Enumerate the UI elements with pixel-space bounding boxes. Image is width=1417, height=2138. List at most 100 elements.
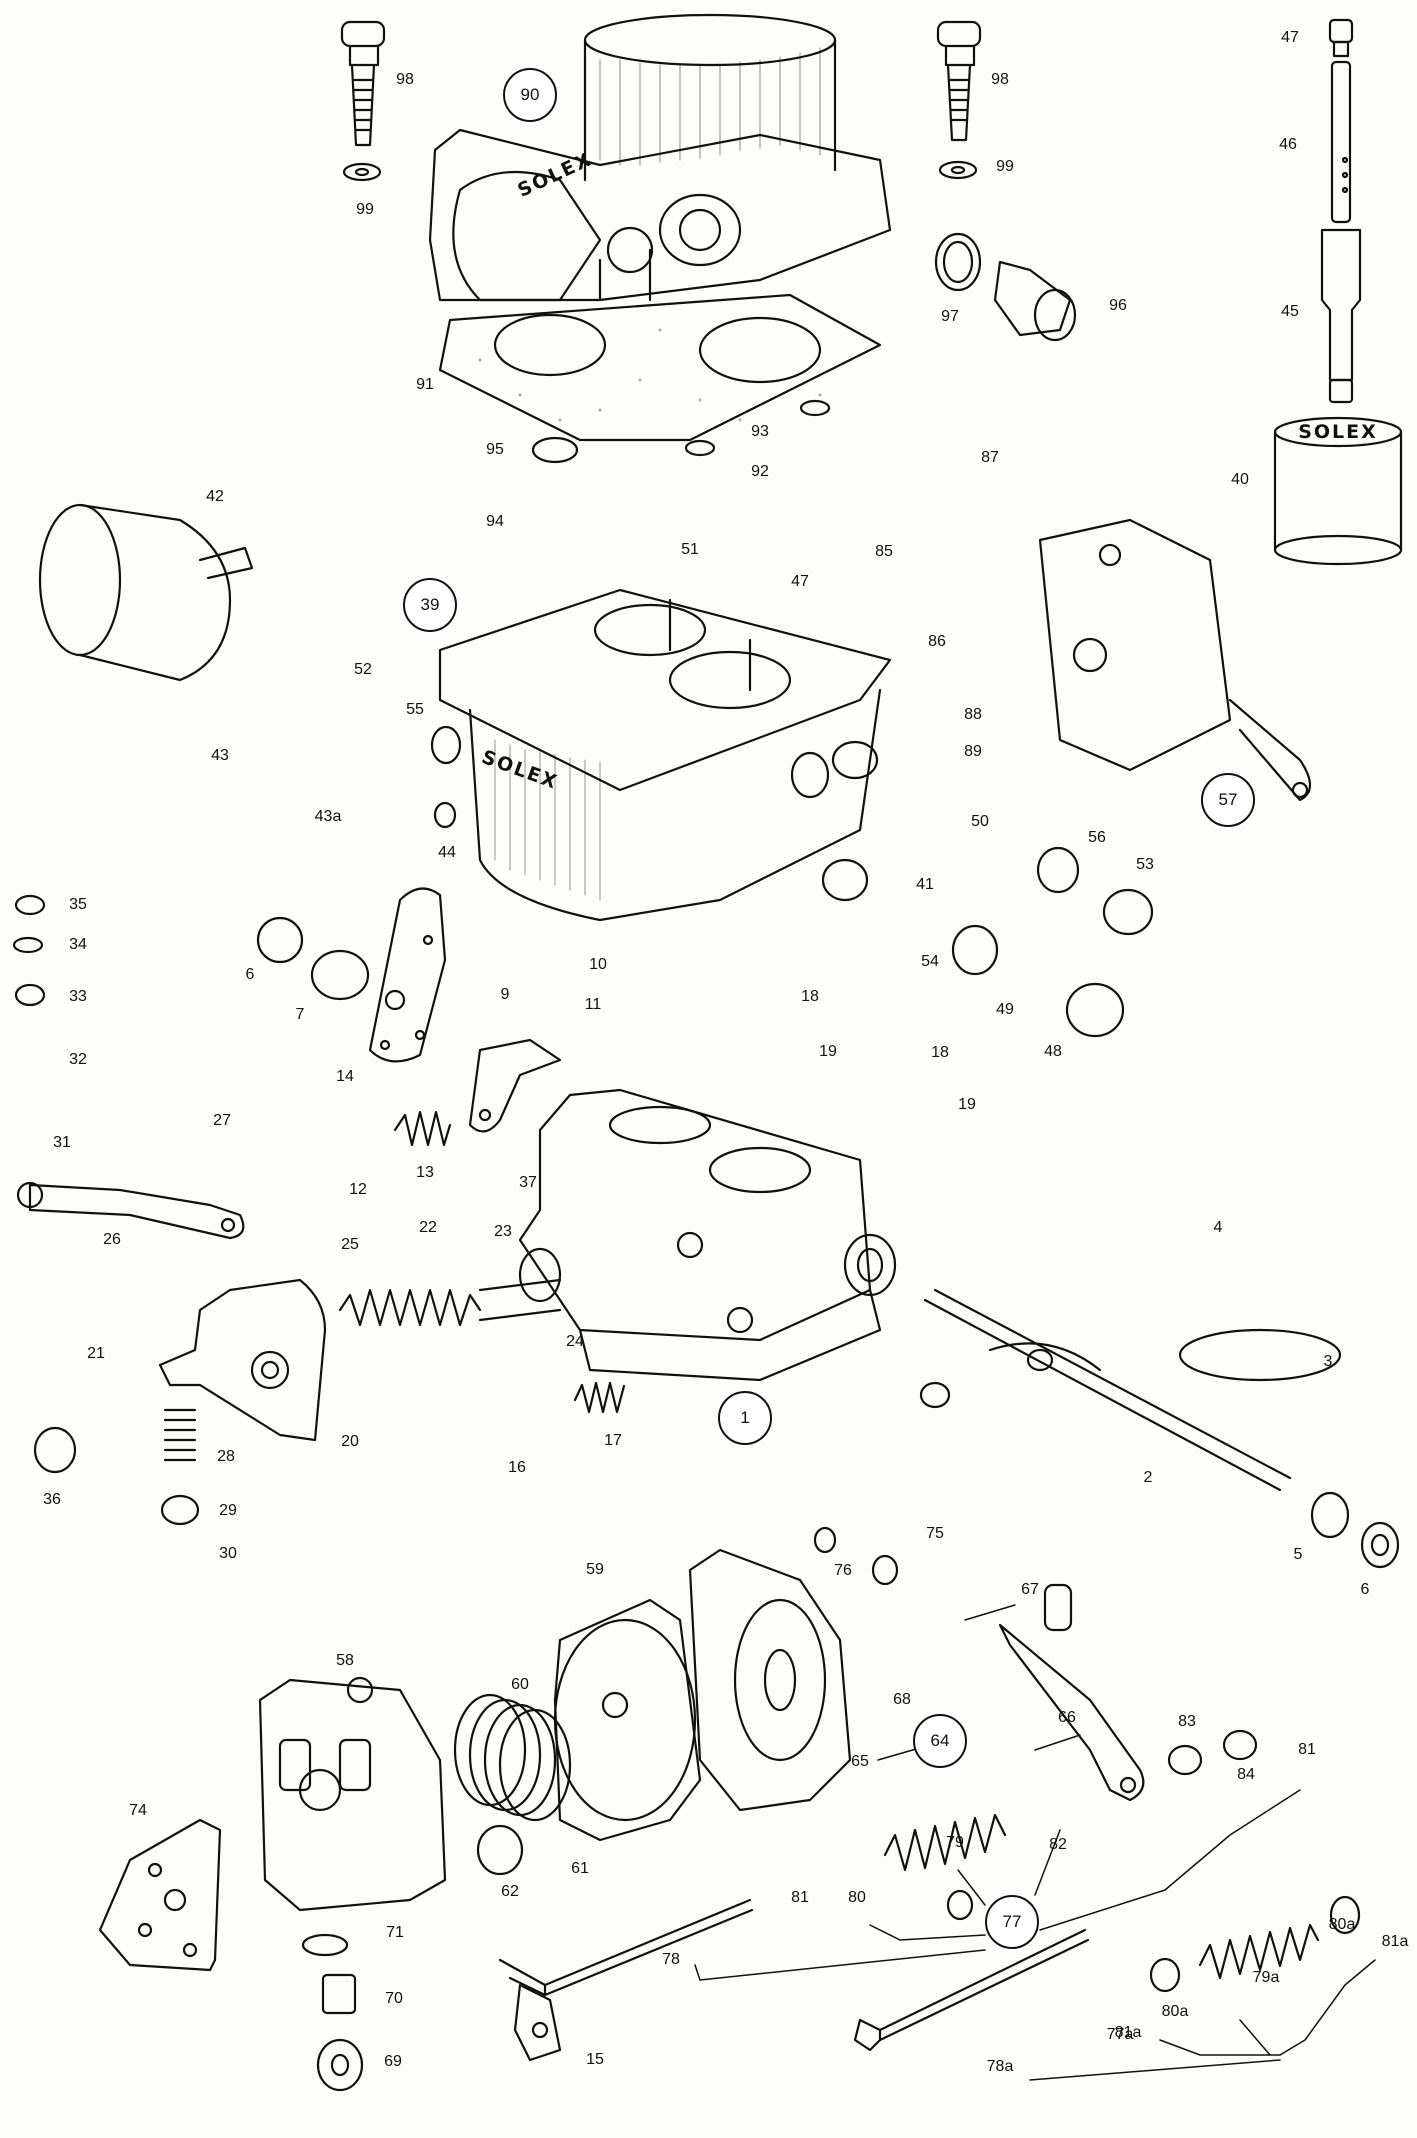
lever-66 bbox=[998, 1623, 1145, 1802]
part-number-label: 9 bbox=[500, 986, 510, 1003]
part-number-label: 42 bbox=[206, 488, 224, 505]
part-number-label: 29 bbox=[219, 1502, 237, 1519]
part-number-label: 80 bbox=[848, 1889, 866, 1906]
part-number-label: 85 bbox=[875, 543, 893, 560]
part-number-label: 6 bbox=[245, 966, 255, 983]
part-number-label: 36 bbox=[43, 1491, 61, 1508]
part-number-label: 74 bbox=[129, 1802, 147, 1819]
top-gasket bbox=[438, 293, 882, 442]
gasket-74 bbox=[98, 1818, 222, 1972]
part-number-label: 25 bbox=[341, 1236, 359, 1253]
part-number-label: 18 bbox=[931, 1044, 949, 1061]
brand-mark-cap: SOLEX bbox=[1298, 421, 1378, 443]
part-number-label: 78a bbox=[986, 2058, 1014, 2075]
part-number-label: 81 bbox=[1298, 1741, 1316, 1758]
pump-body-58 bbox=[258, 1676, 447, 1912]
part-number-label: 79 bbox=[946, 1834, 964, 1851]
part-number-label: 3 bbox=[1323, 1353, 1333, 1370]
spring-79a bbox=[1198, 1923, 1320, 1980]
part-number-label: 24 bbox=[566, 1333, 584, 1350]
part-number-label: 71 bbox=[386, 1924, 404, 1941]
part-number-label: 69 bbox=[384, 2053, 402, 2070]
air-horn-cover bbox=[428, 13, 892, 302]
part-number-label: 79a bbox=[1252, 1969, 1280, 1986]
part-number-label: 2 bbox=[1143, 1469, 1153, 1486]
circled-callout: 39 bbox=[403, 578, 457, 632]
part-number-label: 87 bbox=[981, 449, 999, 466]
spring-79 bbox=[883, 1813, 1007, 1872]
part-number-label: 56 bbox=[1088, 829, 1106, 846]
part-number-label: 45 bbox=[1281, 303, 1299, 320]
part-number-label: 91 bbox=[416, 376, 434, 393]
part-number-label: 78 bbox=[662, 1951, 680, 1968]
part-number-label: 48 bbox=[1044, 1043, 1062, 1060]
diaphragm-59 bbox=[553, 1598, 702, 1842]
part-number-label: 95 bbox=[486, 441, 504, 458]
part-number-label: 35 bbox=[69, 896, 87, 913]
part-number-label: 12 bbox=[349, 1181, 367, 1198]
pump-cover-body bbox=[688, 1548, 852, 1812]
part-number-label: 76 bbox=[834, 1562, 852, 1579]
part-number-label: 77a bbox=[1106, 2026, 1134, 2043]
part-number-label: 67 bbox=[1021, 1581, 1039, 1598]
part-number-label: 94 bbox=[486, 513, 504, 530]
part-number-label: 14 bbox=[336, 1068, 354, 1085]
part-number-label: 18 bbox=[801, 988, 819, 1005]
part-number-label: 89 bbox=[964, 743, 982, 760]
part-number-label: 16 bbox=[508, 1459, 526, 1476]
part-number-label: 43a bbox=[314, 808, 342, 825]
part-number-label: 46 bbox=[1279, 136, 1297, 153]
part-number-label: 92 bbox=[751, 463, 769, 480]
part-number-label: 23 bbox=[494, 1223, 512, 1240]
part-number-label: 34 bbox=[69, 936, 87, 953]
throttle-body-1 bbox=[518, 1088, 897, 1382]
part-number-label: 17 bbox=[604, 1432, 622, 1449]
part-number-label: 65 bbox=[851, 1753, 869, 1770]
part-number-label: 13 bbox=[416, 1164, 434, 1181]
float-chamber-39 bbox=[438, 588, 892, 922]
part-number-label: 96 bbox=[1109, 297, 1127, 314]
part-number-label: 70 bbox=[385, 1990, 403, 2007]
part-number-label: 15 bbox=[586, 2051, 604, 2068]
part-number-label: 4 bbox=[1213, 1219, 1223, 1236]
bracket-9 bbox=[468, 1038, 562, 1133]
screw-98-right bbox=[936, 20, 982, 180]
part-number-label: 86 bbox=[928, 633, 946, 650]
part-number-label: 11 bbox=[584, 996, 602, 1013]
part-number-label: 83 bbox=[1178, 1713, 1196, 1730]
part-number-label: 10 bbox=[589, 956, 607, 973]
screw-98-left bbox=[340, 20, 386, 182]
part-number-label: 81a bbox=[1114, 2024, 1142, 2041]
spring-28 bbox=[163, 1408, 197, 1462]
small-parts bbox=[12, 399, 1361, 2092]
part-number-label: 49 bbox=[996, 1001, 1014, 1018]
part-number-label: 99 bbox=[996, 158, 1014, 175]
part-number-label: 98 bbox=[991, 71, 1009, 88]
part-number-label: 44 bbox=[438, 844, 456, 861]
part-number-label: 84 bbox=[1237, 1766, 1255, 1783]
spring-13 bbox=[393, 1110, 452, 1147]
part-number-label: 68 bbox=[893, 1691, 911, 1708]
part-number-label: 54 bbox=[921, 953, 939, 970]
part-number-label: 5 bbox=[1293, 1546, 1303, 1563]
pump-cover-57 bbox=[1038, 518, 1312, 802]
part-number-label: 28 bbox=[217, 1448, 235, 1465]
part-number-label: 47 bbox=[1281, 29, 1299, 46]
part-number-label: 81 bbox=[791, 1889, 809, 1906]
part-number-label: 55 bbox=[406, 701, 424, 718]
part-number-label: 81a bbox=[1381, 1933, 1409, 1950]
part-number-label: 58 bbox=[336, 1652, 354, 1669]
fitting-96 bbox=[934, 232, 1077, 342]
circled-callout: 77 bbox=[985, 1895, 1039, 1949]
circled-callout: 1 bbox=[718, 1391, 772, 1445]
part-number-label: 21 bbox=[87, 1345, 105, 1362]
part-number-label: 19 bbox=[958, 1096, 976, 1113]
part-number-label: 97 bbox=[941, 308, 959, 325]
part-number-label: 80a bbox=[1161, 2003, 1189, 2020]
rod-78 bbox=[498, 1898, 754, 2062]
part-number-label: 19 bbox=[819, 1043, 837, 1060]
part-number-label: 40 bbox=[1231, 471, 1249, 488]
part-number-label: 7 bbox=[295, 1006, 305, 1023]
jet-stack bbox=[1273, 18, 1403, 566]
part-number-label: 80a bbox=[1328, 1916, 1356, 1933]
